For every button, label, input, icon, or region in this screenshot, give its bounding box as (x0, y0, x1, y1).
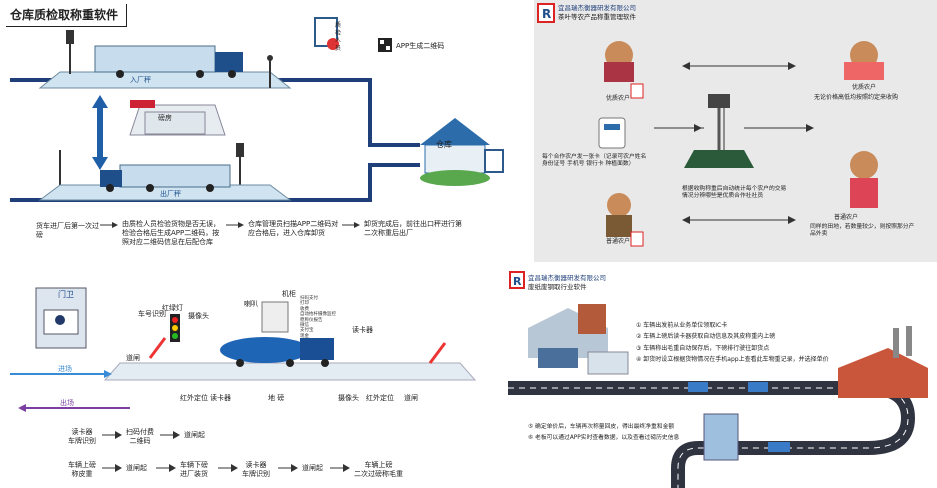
step-1: 货车进厂后第一次过磅 (36, 222, 99, 239)
company-name: 宜昌瑞杰衡器研发有限公司 (558, 4, 636, 12)
scale-in-label: 入厂秤 (130, 76, 151, 84)
flow-step: 道闸起 (184, 431, 205, 439)
farm-produce-panel: R 宜昌瑞杰衡器研发有限公司 茶叶等农产品称重管理软件 优质农户 优质农户 无论… (534, 0, 937, 262)
note-item: ② 车辆上磅后读卡器获取自动信息及其皮称重内上磅 (636, 333, 776, 341)
cabinet-item: 微信 (300, 322, 309, 328)
horn-label: 喇叭 (244, 300, 258, 308)
normal-farmer-right: 普通农户 (834, 214, 859, 221)
quality-farmer-right: 优质农户 (852, 84, 877, 91)
warehouse-flow-illustration (10, 17, 504, 228)
flow-step: 道闸起 (302, 464, 323, 472)
flow-step: 读卡器 车牌识别 (68, 428, 96, 445)
card-desc: 每个合作农户发一张卡（记录可农户姓名 身份证号 手机号 银行卡 种植面数） (542, 154, 647, 168)
gate-label: 道闸 (126, 354, 140, 362)
cabinet-item: 自动抬杆摄像监控 (300, 312, 336, 318)
flow-step: 道闸起 (126, 464, 147, 472)
normal-farmer-left: 普通农户 (606, 238, 631, 245)
quality-desc: 无论价格高低均按照约定来收购 (814, 94, 899, 101)
farm-produce-illustration: R (537, 3, 884, 247)
office-label: 磅房 (158, 114, 172, 122)
reader-top-label: 读卡器 (352, 326, 373, 334)
gate-weighing-panel: 门卫 车号识别 红绿灯 摄像头 喇叭 机柜 扫码支付 打印 收费 自动抬杆摄像监… (0, 268, 500, 488)
red-light-label: 红绿灯 (162, 304, 183, 312)
note-item: ⑤ 确定单价后，车辆再次称量回皮，得出最终净重和金额 (528, 424, 675, 430)
flow-step: 读卡器 车牌识别 (242, 461, 270, 478)
flow-step: 车辆下磅 进厂装货 (180, 461, 208, 478)
cabinet-item: 支付宝 (300, 328, 314, 334)
note-item: ③ 车辆称出毛重自动保存后，下磅排行驶往卸货点 (636, 344, 770, 352)
svg-text:R: R (513, 275, 522, 288)
cabinet-item: 收费 (300, 306, 309, 312)
scale-desc: 根据收购称重后自动统计每个农户的交易情况分辨哪些是优质合作社社员 (682, 186, 787, 200)
scrap-flow-illustration: R (508, 271, 928, 488)
notes-list-2: ⑤ 确定单价后，车辆再次称量回皮，得出最终净重和金额 ⑥ 老板可以通过APP实时… (528, 422, 698, 444)
panel-title: 仓库质检取称重软件 (6, 4, 128, 27)
cabinet-item: 稳称仪报告 (300, 317, 323, 323)
quality-farmer-left: 优质农户 (606, 95, 631, 102)
bottom-label: 读卡器 (210, 394, 231, 402)
bottom-label: 道闸 (404, 394, 418, 402)
step-2: 由质检人员检验货物是否无误，检验合格后生成APP二维码，按照对应二维码信息在后配… (122, 220, 220, 246)
normal-desc: 同样的田地，若数量较少，则按照那分产品外卖 (810, 224, 915, 238)
inspector-label: 质检人员 (335, 22, 342, 52)
company-name: 宜昌瑞杰衡器研发有限公司 (528, 274, 606, 282)
software-name: 茶叶等农产品称重管理软件 (558, 13, 636, 21)
guard-label: 门卫 (58, 290, 74, 299)
gate-flow-illustration (10, 287, 477, 472)
app-qr-label: APP生成二维码 (396, 42, 445, 50)
plate-recog-label: 车号识别 (138, 310, 166, 318)
scrap-recycling-panel: R 宜昌瑞杰衡器研发有限公司 废纸废钢取行业软件 ① 车辆出发前从业务单位领取I… (508, 268, 937, 488)
svg-text:R: R (542, 7, 551, 21)
bottom-label: 摄像头 (338, 394, 359, 402)
cabinet-label: 机柜 (282, 290, 296, 298)
note-item: ④ 卸货时设立根据货物情况在手机app上查看此车物重记录，并选择单价 (636, 356, 829, 364)
notes-list: ① 车辆出发前从业务单位领取IC卡 ② 车辆上磅后读卡器获取自动信息及其皮称重内… (636, 320, 916, 366)
cabinet-item: 现金 (300, 333, 309, 339)
flow-step: 扫码付费 二维码 (126, 428, 154, 445)
step-3: 仓库管理员扫描APP二维码对应合格后，进入仓库卸货 (248, 220, 339, 237)
bottom-label: 红外定位 (366, 394, 394, 402)
enter-label: 进场 (58, 365, 72, 373)
note-item: ① 车辆出发前从业务单位领取IC卡 (636, 322, 728, 329)
cabinet-item: 扫码支付 (300, 296, 318, 301)
software-name: 废纸废钢取行业软件 (528, 283, 587, 291)
flow-step: 车辆上磅 称皮重 (68, 461, 96, 478)
bottom-label: 红外定位 (180, 394, 208, 402)
cabinet-item: 打印 (300, 301, 309, 307)
flow-step: 车辆上磅 二次过磅称毛重 (354, 461, 403, 478)
warehouse-label: 仓库 (436, 140, 452, 149)
step-4: 卸货完成后，前往出口秤进行第二次称重后出厂 (364, 220, 462, 237)
note-item: ⑥ 老板可以通过APP实时查看数据，以及查看过磅历史信息 (528, 435, 680, 441)
scale-out-label: 出厂秤 (160, 190, 181, 198)
exit-label: 出场 (60, 399, 74, 407)
warehouse-weighing-panel: 仓库质检取称重软件 (0, 0, 534, 262)
cabinet-features: 扫码支付 打印 收费 自动抬杆摄像监控 稳称仪报告 微信 支付宝 现金 (300, 296, 350, 339)
camera-label: 摄像头 (188, 312, 209, 320)
bottom-label: 地 磅 (268, 394, 285, 402)
